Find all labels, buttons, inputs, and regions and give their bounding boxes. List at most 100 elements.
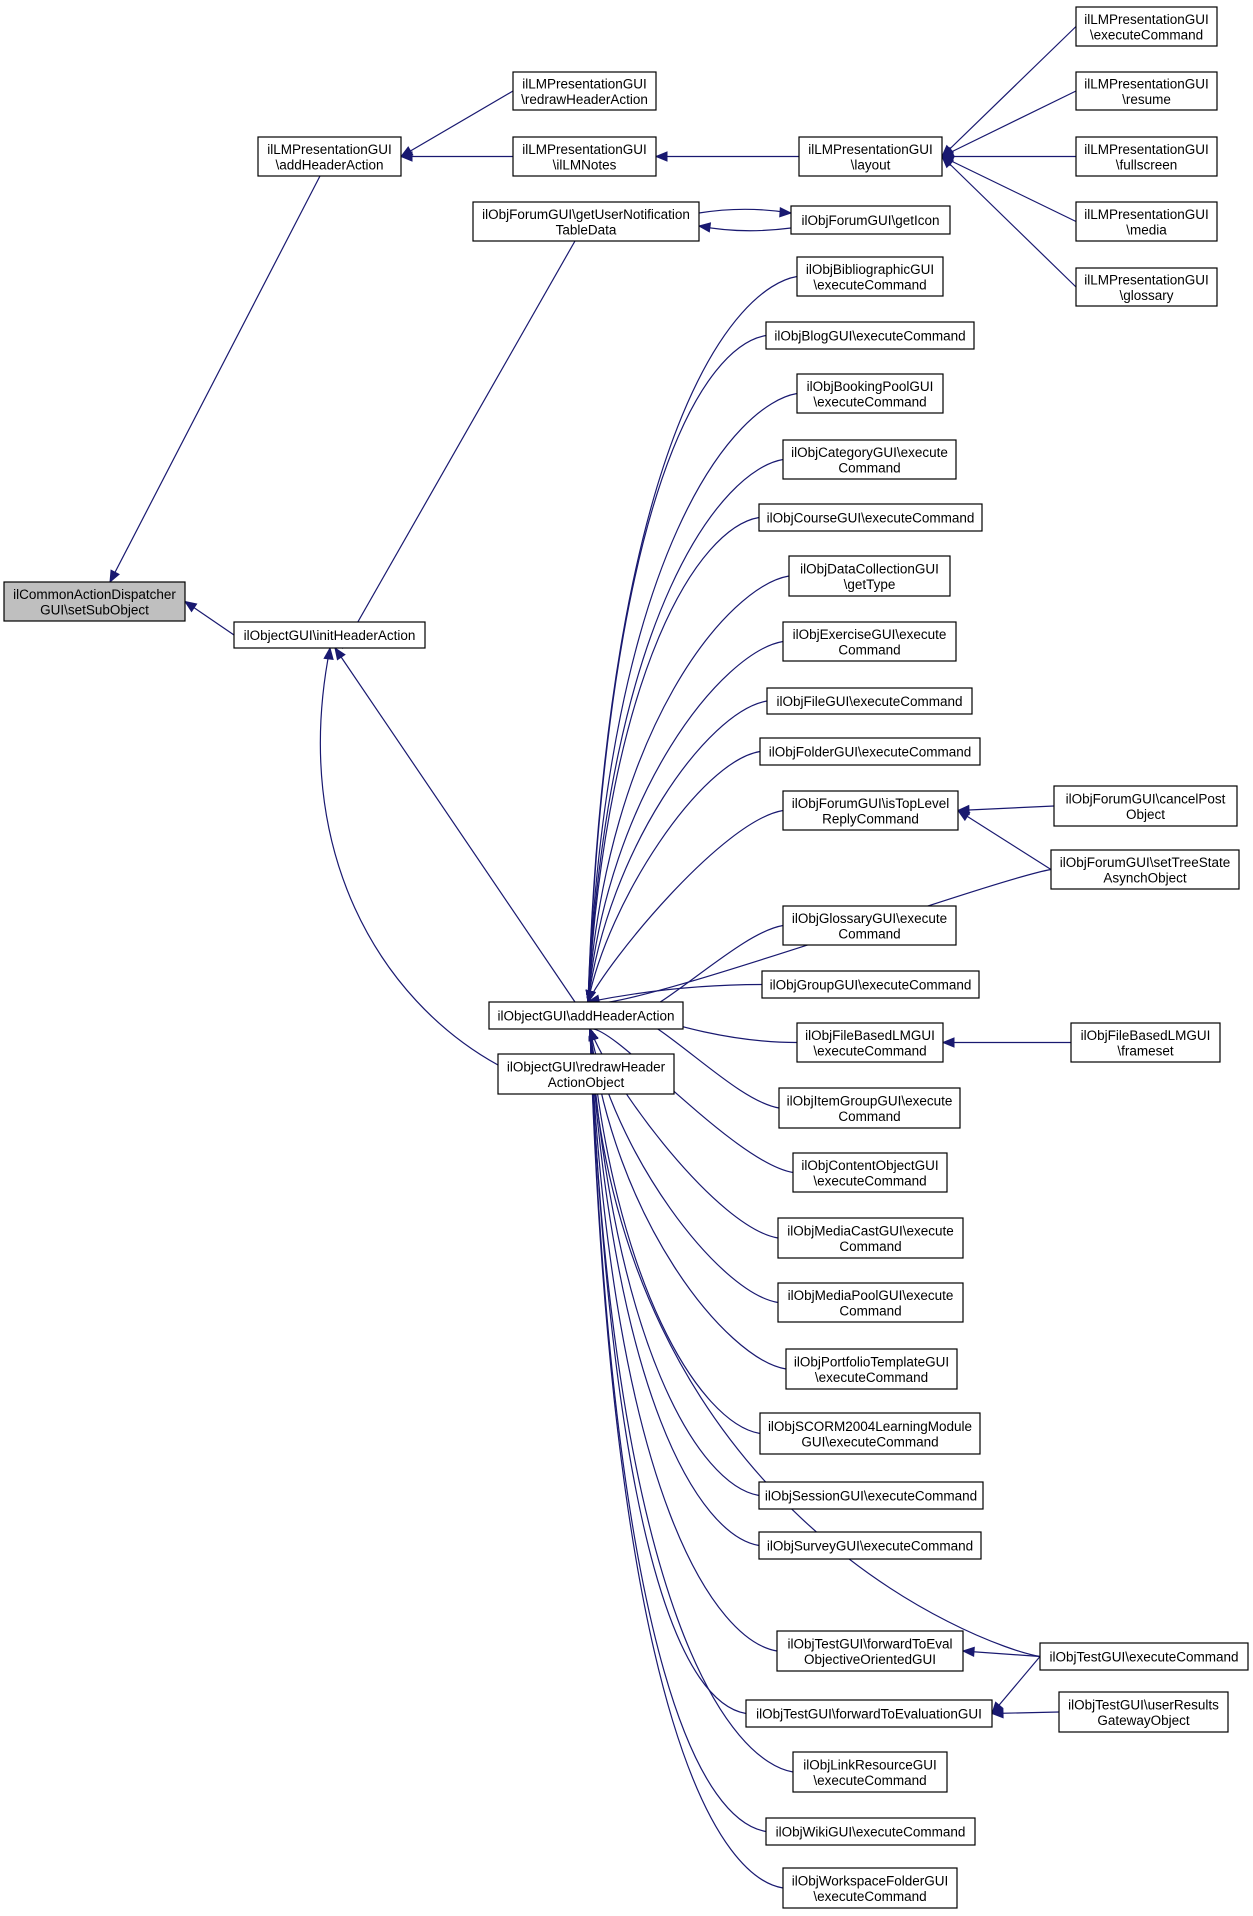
node-label-line: GUI\executeCommand bbox=[801, 1434, 938, 1449]
graph-node-survey[interactable]: ilObjSurveyGUI\executeCommand bbox=[758, 1531, 982, 1560]
node-label-line: \executeCommand bbox=[813, 394, 926, 409]
node-label-line: ilObjTestGUI\forwardToEval bbox=[787, 1636, 952, 1651]
node-label-line: ilObjFileBasedLMGUI bbox=[805, 1028, 935, 1043]
graph-node-workspace[interactable]: ilObjWorkspaceFolderGUI\executeCommand bbox=[782, 1867, 958, 1909]
edge-lm-exec-to-lm-layout bbox=[941, 26, 1077, 157]
node-label-line: ilObjectGUI\redrawHeader bbox=[507, 1059, 666, 1074]
graph-node-forum-icon[interactable]: ilObjForumGUI\getIcon bbox=[790, 205, 951, 235]
node-label-line: ilLMPresentationGUI bbox=[1084, 207, 1209, 222]
graph-node-blog[interactable]: ilObjBlogGUI\executeCommand bbox=[765, 321, 975, 350]
node-label-line: ilCommonActionDispatcher bbox=[13, 587, 176, 602]
graph-node-datacoll[interactable]: ilObjDataCollectionGUI\getType bbox=[788, 555, 951, 597]
graph-node-file[interactable]: ilObjFileGUI\executeCommand bbox=[766, 687, 973, 715]
node-box bbox=[782, 439, 957, 480]
node-box bbox=[512, 71, 657, 111]
node-label-line: ilObjWikiGUI\executeCommand bbox=[776, 1825, 966, 1840]
graph-node-filelm-frame[interactable]: ilObjFileBasedLMGUI\frameset bbox=[1070, 1022, 1221, 1063]
node-label-line: ilObjItemGroupGUI\execute bbox=[787, 1093, 953, 1108]
edge-arrowhead bbox=[399, 151, 413, 162]
node-box bbox=[782, 1867, 958, 1909]
edge-arrowhead bbox=[941, 1037, 955, 1048]
graph-node-linkres[interactable]: ilObjLinkResourceGUI\executeCommand bbox=[792, 1751, 948, 1793]
graph-node-exercise[interactable]: ilObjExerciseGUI\executeCommand bbox=[782, 621, 957, 662]
graph-node-glossary[interactable]: ilObjGlossaryGUI\executeCommand bbox=[782, 905, 957, 946]
graph-node-session[interactable]: ilObjSessionGUI\executeCommand bbox=[758, 1481, 984, 1510]
node-box bbox=[759, 1412, 981, 1455]
edges-layer bbox=[109, 26, 1077, 1889]
graph-node-obj-add[interactable]: ilObjectGUI\addHeaderAction bbox=[488, 1001, 684, 1030]
graph-node-mediacast[interactable]: ilObjMediaCastGUI\executeCommand bbox=[777, 1217, 964, 1259]
node-box bbox=[782, 621, 957, 662]
graph-node-lm-media[interactable]: ilLMPresentationGUI\media bbox=[1075, 201, 1218, 242]
node-box bbox=[1058, 1691, 1229, 1733]
node-box bbox=[1075, 6, 1218, 47]
graph-node-forum-notif[interactable]: ilObjForumGUI\getUserNotificationTableDa… bbox=[472, 201, 700, 242]
edge-arrowhead bbox=[654, 151, 668, 162]
node-label-line: ilLMPresentationGUI bbox=[522, 76, 647, 91]
graph-node-group[interactable]: ilObjGroupGUI\executeCommand bbox=[761, 970, 980, 999]
node-label-line: ilObjPortfolioTemplateGUI bbox=[794, 1354, 949, 1369]
graph-node-category[interactable]: ilObjCategoryGUI\executeCommand bbox=[782, 439, 957, 480]
graph-node-folder[interactable]: ilObjFolderGUI\executeCommand bbox=[759, 737, 981, 766]
graph-node-lm-layout[interactable]: ilLMPresentationGUI\layout bbox=[798, 136, 943, 177]
node-label-line: ilObjBookingPoolGUI bbox=[807, 379, 934, 394]
edge-forum-tree-to-forum-top bbox=[957, 809, 1052, 871]
node-label-line: ilObjExerciseGUI\execute bbox=[793, 627, 947, 642]
graph-node-booking[interactable]: ilObjBookingPoolGUI\executeCommand bbox=[796, 373, 944, 414]
graph-node-lm-notes[interactable]: ilLMPresentationGUI\ilLMNotes bbox=[512, 136, 657, 177]
graph-node-lm-full[interactable]: ilLMPresentationGUI\fullscreen bbox=[1075, 136, 1218, 177]
node-label-line: \executeCommand bbox=[815, 1370, 928, 1385]
edge-lm-gloss-to-lm-layout bbox=[941, 156, 1077, 288]
edge-linkres-to-obj-add bbox=[589, 1028, 794, 1773]
graph-node-test-exec[interactable]: ilObjTestGUI\executeCommand bbox=[1039, 1642, 1249, 1671]
edge-arrowhead bbox=[941, 155, 954, 169]
graph-node-wiki[interactable]: ilObjWikiGUI\executeCommand bbox=[765, 1817, 976, 1846]
graph-node-test-fwd-obj[interactable]: ilObjTestGUI\forwardToEvalObjectiveOrien… bbox=[776, 1630, 964, 1672]
node-label-line: ilObjDataCollectionGUI bbox=[800, 561, 939, 576]
graph-node-test-fwd-eval[interactable]: ilObjTestGUI\forwardToEvaluationGUI bbox=[745, 1699, 993, 1728]
node-label-line: ilObjBlogGUI\executeCommand bbox=[774, 329, 965, 344]
edge-wiki-to-obj-add bbox=[589, 1028, 767, 1833]
graph-node-obj-init[interactable]: ilObjectGUI\initHeaderAction bbox=[233, 621, 426, 649]
edge-category-to-obj-add bbox=[587, 458, 784, 1003]
node-label-line: \addHeaderAction bbox=[275, 157, 383, 172]
graph-node-lm-redraw[interactable]: ilLMPresentationGUI\redrawHeaderAction bbox=[512, 71, 657, 111]
graph-node-itemgroup[interactable]: ilObjItemGroupGUI\executeCommand bbox=[778, 1087, 961, 1129]
node-label-line: ilObjFileGUI\executeCommand bbox=[776, 694, 962, 709]
node-box bbox=[1075, 136, 1218, 177]
node-box bbox=[1050, 849, 1240, 890]
node-box bbox=[758, 1481, 984, 1510]
graph-node-lm-exec[interactable]: ilLMPresentationGUI\executeCommand bbox=[1075, 6, 1218, 47]
node-label-line: ilObjCourseGUI\executeCommand bbox=[767, 511, 975, 526]
node-box bbox=[758, 1531, 982, 1560]
graph-node-filelm[interactable]: ilObjFileBasedLMGUI\executeCommand bbox=[796, 1022, 944, 1063]
node-box bbox=[776, 1630, 964, 1672]
node-box bbox=[792, 1751, 948, 1793]
edge-arrowhead bbox=[990, 1707, 1004, 1719]
node-label-line: ilLMPresentationGUI bbox=[808, 142, 933, 157]
graph-node-mediapool[interactable]: ilObjMediaPoolGUI\executeCommand bbox=[777, 1282, 964, 1323]
graph-node-bib[interactable]: ilObjBibliographicGUI\executeCommand bbox=[796, 256, 944, 297]
node-box bbox=[233, 621, 426, 649]
graph-node-contentobj[interactable]: ilObjContentObjectGUI\executeCommand bbox=[792, 1152, 948, 1193]
node-label-line: ilLMPresentationGUI bbox=[1084, 12, 1209, 27]
node-box bbox=[778, 1087, 961, 1129]
edge-course-to-obj-add bbox=[587, 516, 760, 1003]
node-label-line: ilObjectGUI\addHeaderAction bbox=[497, 1009, 674, 1024]
graph-node-lm-add[interactable]: ilLMPresentationGUI\addHeaderAction bbox=[257, 136, 402, 177]
graph-node-portfolio[interactable]: ilObjPortfolioTemplateGUI\executeCommand bbox=[785, 1348, 958, 1390]
graph-node-lm-gloss[interactable]: ilLMPresentationGUI\glossary bbox=[1075, 267, 1218, 307]
edge-workspace-to-obj-add bbox=[589, 1028, 784, 1889]
edge-arrowhead bbox=[697, 222, 712, 233]
graph-node-scorm[interactable]: ilObjSCORM2004LearningModuleGUI\executeC… bbox=[759, 1412, 981, 1455]
graph-node-course[interactable]: ilObjCourseGUI\executeCommand bbox=[758, 503, 983, 532]
graph-node-lm-resume[interactable]: ilLMPresentationGUI\resume bbox=[1075, 71, 1218, 111]
node-box bbox=[782, 905, 957, 946]
